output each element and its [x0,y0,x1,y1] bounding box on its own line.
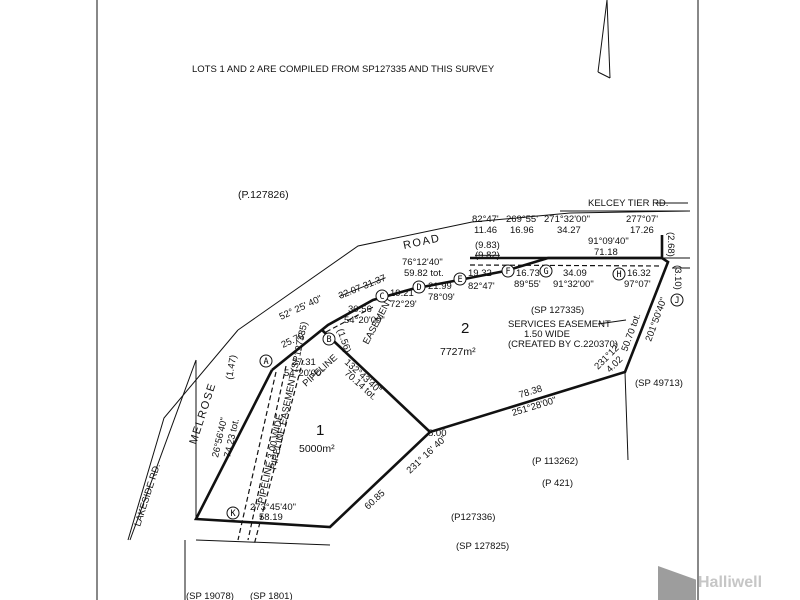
services-easement-2: 1.50 WIDE [524,329,570,340]
header-note: LOTS 1 AND 2 ARE COMPILED FROM SP127335 … [192,64,495,75]
adjoining-line-2 [195,539,331,546]
svg-text:K: K [230,509,236,519]
melrose-road-edge [127,329,239,541]
survey-point-j: J [670,293,684,307]
svg-text:C: C [379,292,384,302]
lot-divider [321,329,431,433]
svg-text:J: J [674,296,679,306]
adj-sp127825: (SP 127825) [456,541,509,552]
north-arrow-icon [597,0,611,79]
paren-1-47: (1.47) [224,354,239,380]
bearing-82-47-top: 82°47' [472,214,499,225]
bearing-271-32: 271°32'00" [544,214,590,225]
dist-34-27: 34.27 [557,225,581,236]
bearing-277-07: 277°07' [626,214,658,225]
bearing-72-29: 72°29' [390,299,417,310]
svg-text:E: E [457,275,462,285]
survey-point-d: D [412,280,426,294]
bearing-97-07: 97°07' [624,279,651,290]
survey-point-k: K [226,506,240,520]
paren-2-68: (2.68) [665,232,676,257]
dist-59-82: 59.82 tot. [404,268,444,279]
svg-text:D: D [416,283,421,293]
pipeline-wide-label: PIPELINE 3.00 WIDE [256,413,286,505]
paren-1-56: (1.56) [334,327,353,354]
easement-line [325,305,376,333]
services-easement-line [469,264,663,267]
bearing-231-16: 231° 16' 40" [405,433,450,476]
bearing-91-32: 91°32'00" [553,279,594,290]
watermark-mark-icon [658,566,696,600]
bearing-78-09: 78°09' [428,292,455,303]
dist-34-09: 34.09 [563,268,587,279]
dist-19-21: 19.21 [390,288,414,299]
adj-p421: (P 421) [542,478,573,489]
svg-text:H: H [616,270,621,280]
services-pointer [597,319,627,325]
paren-3-10: (3.10) [672,265,683,290]
dist-30-56: 30.56 [348,304,372,315]
lot-1-number: 1 [316,422,324,439]
survey-point-c: C [375,289,389,303]
bearing-76: 76°12'40" [402,257,443,268]
dist-21-99: 21.99 [428,281,452,292]
survey-point-g: G [539,264,553,278]
bearing-201-50: 201°50'40" [643,296,669,343]
lot-1-area: 5000m² [299,443,335,455]
watermark-logo: Halliwell [630,566,800,600]
services-easement-1: SERVICES EASEMENT [508,319,611,330]
adj-sp49713: (SP 49713) [635,378,683,389]
adj-p113262: (P 113262) [532,456,578,467]
dist-16-96: 16.96 [510,225,534,236]
lot2-sp127335: (SP 127335) [531,305,584,316]
dist-71-18: 71.18 [594,247,618,258]
bearing-273-45: 273°45'40" [250,502,296,513]
survey-point-f: F [501,264,515,278]
dist-16-73: 16.73 [516,268,540,279]
survey-point-a: A [259,354,273,368]
survey-point-e: E [453,272,467,286]
lot-2-area: 7727m² [440,346,476,358]
pipeline-easement-line-2 [247,365,287,541]
paren-9-82: (9.82) [475,250,500,261]
bearing-89-55: 89°55' [514,279,541,290]
svg-text:F: F [505,267,510,277]
watermark-text: Halliwell [698,574,763,591]
adj-p127336: (P127336) [451,512,495,523]
melrose-road-edge-2 [129,359,197,541]
survey-point-h: H [612,267,626,281]
bearing-54-20: 54°20'00" [344,315,385,326]
adj-sp19078: (SP 19078) [186,591,234,600]
services-easement-3: (CREATED BY C.220370) [508,339,618,350]
adjoining-line-1 [624,371,629,461]
dist-27-31: 27.31 [292,357,316,368]
pipeline-easement-line-1 [237,371,277,541]
svg-text:G: G [543,267,548,277]
dist-11-46: 11.46 [474,225,497,236]
bearing-82-47: 82°47' [468,281,495,292]
dist-8-00: 8.00 [428,428,447,439]
road-edge-outer [237,210,691,331]
adj-sp1801: (SP 1801) [250,591,293,600]
svg-text:A: A [263,357,268,367]
bearing-251-28: 251°28'00" [511,395,558,419]
dist-17-26: 17.26 [630,225,654,236]
plan-ref-top: (P.127826) [238,189,289,201]
paren-9-83: (9.83) [475,240,500,251]
lot-2-number: 2 [461,320,469,337]
survey-point-b: B [322,332,336,346]
dist-19-32: 19.32 [468,268,492,279]
dist-58-19: 58.19 [259,512,283,523]
dist-16-32: 16.32 [627,268,651,279]
bearing-269-55: 269°55' [506,214,538,225]
svg-text:B: B [326,335,331,345]
kelcey-road-label: KELCEY TIER RD. [588,198,668,209]
bearing-54-20-k: 54°20'00" [284,368,325,379]
bearing-91-09: 91°09'40" [588,236,629,247]
